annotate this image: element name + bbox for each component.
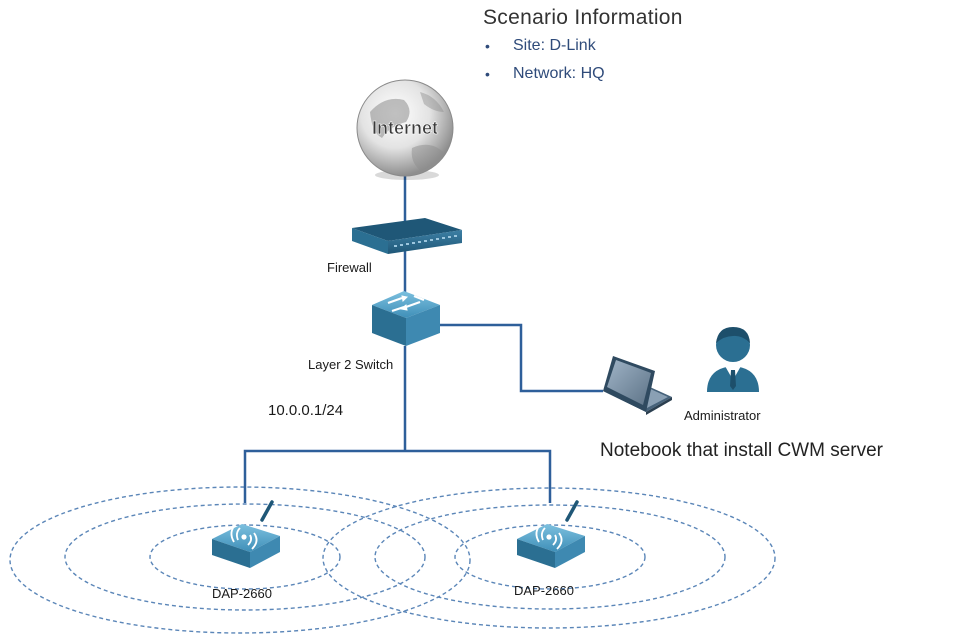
ap2-access-point-icon — [517, 500, 585, 568]
ap1-label: DAP-2660 — [212, 586, 272, 601]
scenario-item-network: Network: HQ — [483, 64, 683, 84]
laptop-icon — [603, 356, 672, 415]
ap1-ring-middle — [64, 503, 426, 611]
ap2-ring-middle — [374, 504, 726, 610]
administrator-label: Administrator — [684, 408, 761, 423]
switch-label: Layer 2 Switch — [308, 357, 394, 372]
link-distribution-bus — [243, 449, 552, 503]
ap1-access-point-icon — [212, 500, 280, 568]
firewall-label: Firewall — [327, 260, 372, 275]
subnet-label: 10.0.0.1/24 — [268, 402, 344, 419]
ap2-label: DAP-2660 — [514, 583, 574, 598]
ap2-ring-outer — [322, 487, 776, 629]
ap1-ring-outer — [9, 486, 471, 634]
notebook-caption: Notebook that install CWM server — [600, 440, 883, 461]
internet-globe-icon: Internet — [356, 79, 454, 180]
scenario-item-site: Site: D-Link — [483, 36, 683, 56]
scenario-title: Scenario Information — [483, 6, 683, 29]
scenario-list: Site: D-Link Network: HQ — [483, 36, 683, 84]
internet-label: Internet — [372, 118, 438, 138]
user-icon — [707, 327, 759, 392]
firewall-icon — [352, 218, 462, 254]
link-switch-notebook — [440, 323, 603, 393]
ap1-coverage-rings — [9, 486, 471, 634]
switch-icon — [372, 291, 440, 346]
scenario-information-panel: Scenario Information Site: D-Link Networ… — [483, 6, 683, 92]
